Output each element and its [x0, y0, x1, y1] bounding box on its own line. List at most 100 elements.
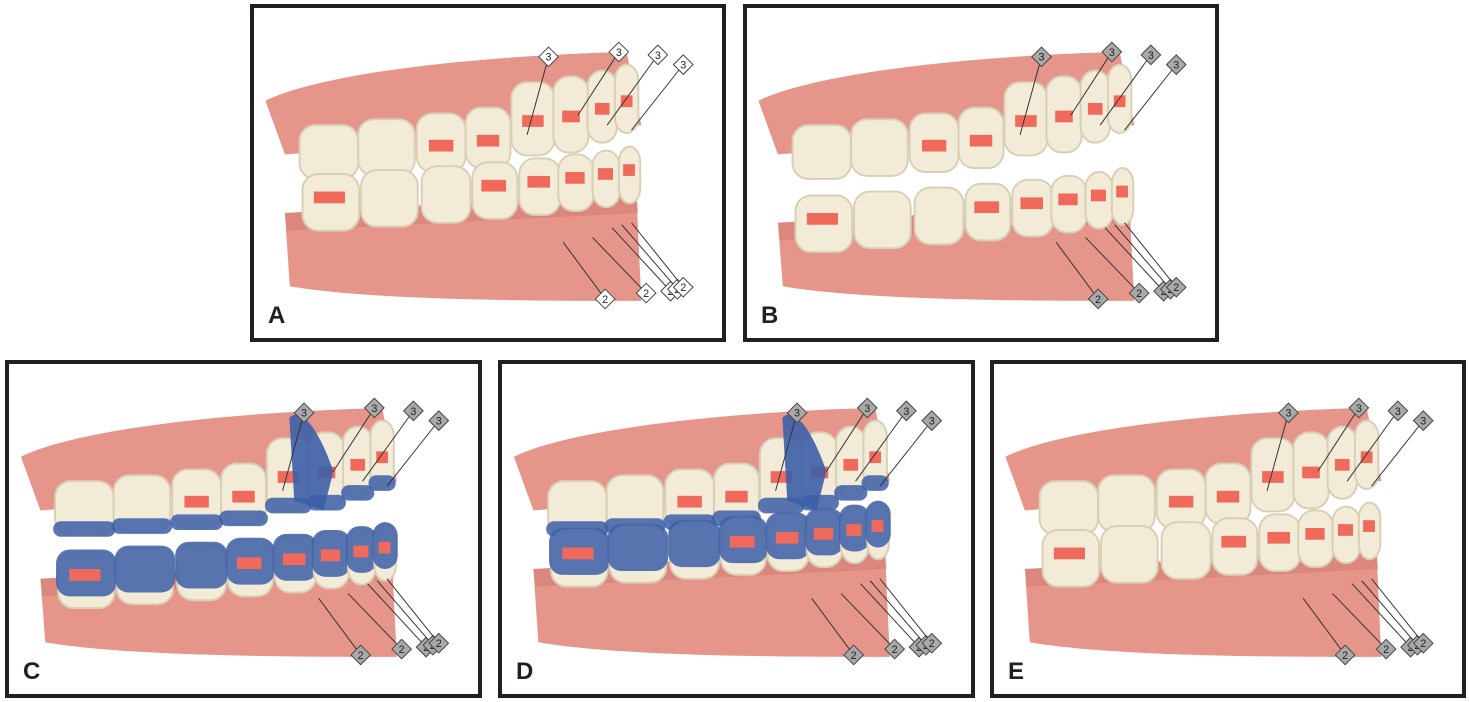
lower-aligner-segment — [668, 520, 721, 568]
svg-text:3: 3 — [410, 406, 416, 418]
upper-leader-line — [1099, 54, 1152, 126]
lower-attachment — [871, 520, 884, 532]
upper-aligner-segment — [170, 514, 223, 530]
lower-attachment — [353, 545, 369, 558]
panel-d: 333322222 D — [498, 360, 975, 698]
lower-leader-line — [869, 580, 927, 646]
panel-a: 333322222 A — [250, 4, 726, 342]
upper-attachment — [350, 458, 366, 471]
lower-leader-line — [1114, 224, 1171, 290]
svg-text:2: 2 — [358, 650, 364, 662]
svg-text:3: 3 — [1173, 60, 1179, 72]
upper-leader-line — [1317, 407, 1360, 472]
lower-leader-line — [1302, 598, 1346, 656]
upper-aligner-canine — [782, 414, 827, 511]
svg-text:3: 3 — [929, 416, 935, 428]
lower-leader-line — [592, 237, 647, 294]
lower-tooth-badge: 2 — [350, 644, 372, 666]
lower-leader-line — [811, 598, 855, 656]
upper-leader-line — [855, 410, 907, 482]
upper-tooth-badge: 3 — [608, 41, 630, 63]
lower-leader-line — [347, 593, 403, 650]
upper-leader-line — [1019, 56, 1043, 136]
lower-attachment — [320, 549, 341, 562]
svg-text:3: 3 — [1356, 403, 1362, 415]
dental-model-a: 333322222 — [265, 41, 694, 310]
upper-tooth-badge: 3 — [1031, 46, 1052, 68]
svg-text:2: 2 — [1383, 644, 1389, 656]
lower-leader-line — [1351, 583, 1411, 648]
panel-b: 333322222 B — [743, 4, 1219, 342]
upper-tooth-badge: 3 — [363, 397, 385, 419]
panel-label-c: C — [23, 658, 41, 685]
upper-tooth-badge: 3 — [647, 44, 669, 66]
lower-leader-line — [367, 583, 427, 648]
lower-leader-line — [879, 578, 933, 644]
lower-attachment — [313, 191, 345, 204]
svg-text:3: 3 — [794, 408, 800, 420]
upper-tooth-badge: 3 — [1140, 44, 1162, 66]
upper-tooth-badge: 3 — [856, 397, 878, 419]
upper-attachment — [843, 458, 859, 471]
lower-tooth — [360, 169, 419, 228]
upper-leader-line — [1346, 410, 1399, 482]
lower-attachment — [813, 528, 834, 540]
lower-attachment — [806, 213, 838, 225]
lower-attachment — [1053, 547, 1085, 560]
upper-leader-line — [1371, 420, 1424, 487]
lower-attachment — [236, 557, 262, 570]
upper-tooth-badge: 3 — [1412, 410, 1434, 432]
lower-attachment — [481, 179, 507, 192]
lower-tooth-badge: 2 — [635, 282, 657, 304]
lower-attachment — [729, 535, 755, 548]
upper-leader-line — [577, 51, 620, 116]
lower-aligner-segment — [114, 545, 176, 593]
lower-attachment — [775, 531, 799, 544]
panel-e: 333322222 E — [990, 360, 1466, 698]
upper-aligner-segment — [834, 485, 868, 501]
upper-attachment — [428, 139, 454, 152]
svg-text:2: 2 — [892, 644, 898, 656]
lower-attachment — [378, 541, 391, 554]
lower-leader-line — [1371, 578, 1424, 644]
upper-attachment — [1302, 466, 1320, 479]
svg-text:3: 3 — [1395, 406, 1401, 418]
upper-leader-line — [362, 410, 414, 482]
svg-text:3: 3 — [680, 60, 686, 72]
svg-text:2: 2 — [1420, 638, 1426, 650]
lower-attachment — [623, 164, 635, 176]
svg-text:2: 2 — [1136, 288, 1142, 300]
svg-text:3: 3 — [1286, 408, 1292, 420]
svg-text:3: 3 — [1039, 52, 1045, 64]
upper-attachment — [869, 451, 881, 464]
lower-tooth-badge: 2 — [921, 632, 943, 654]
lower-attachment — [1020, 197, 1043, 210]
svg-text:3: 3 — [546, 52, 552, 64]
lower-attachment — [597, 168, 613, 180]
svg-text:3: 3 — [1148, 50, 1154, 62]
upper-aligner-canine — [289, 414, 334, 511]
upper-leader-line — [775, 412, 798, 492]
upper-attachment — [1360, 451, 1373, 464]
upper-tooth-badge: 3 — [1165, 54, 1187, 76]
lower-leader-line — [1361, 580, 1418, 646]
upper-attachment — [725, 490, 748, 503]
lower-leader-line — [318, 598, 362, 656]
lower-attachment — [1363, 520, 1375, 532]
lower-leader-line — [376, 580, 434, 646]
svg-text:2: 2 — [1095, 294, 1101, 306]
upper-attachment — [1113, 95, 1126, 108]
upper-leader-line — [1070, 51, 1113, 116]
lower-attachment — [1267, 531, 1290, 544]
upper-attachment — [277, 471, 300, 483]
upper-attachment — [1262, 471, 1284, 483]
upper-tooth-badge: 3 — [1101, 41, 1123, 63]
dental-model-b: 333322222 — [758, 41, 1187, 310]
upper-tooth — [1038, 480, 1100, 536]
lower-attachment — [562, 547, 594, 560]
lower-tooth — [853, 190, 912, 250]
lower-leader-line — [1104, 227, 1164, 292]
lower-leader-line — [840, 593, 896, 650]
lower-attachment — [1058, 193, 1078, 206]
upper-attachment — [1168, 495, 1194, 508]
